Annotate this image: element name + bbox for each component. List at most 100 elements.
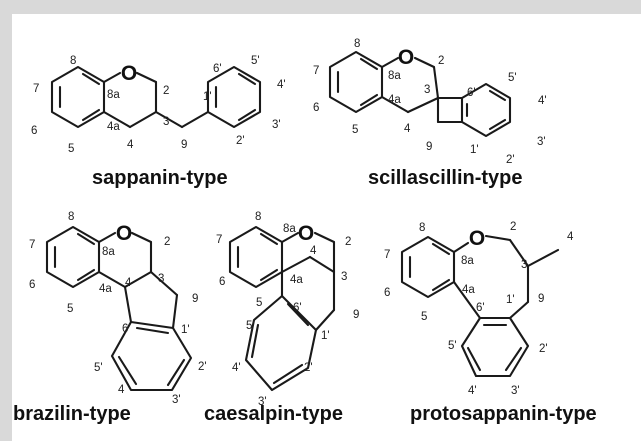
locant-label: 6 (219, 276, 225, 288)
locant-label: 1' (470, 144, 479, 156)
locant-label: 2 (438, 55, 444, 67)
locant-label: 3' (172, 394, 181, 406)
structure-scillascillin: O 8 7 6 5 4a 8a 2 3 4 9 6' 5' 4' 3' 2' 1… (313, 38, 547, 189)
locant-label: 8a (283, 223, 296, 235)
bonds (400, 234, 560, 378)
locant-label: 4' (232, 362, 241, 374)
locant-label: 7 (313, 65, 319, 77)
locant-label: 8a (107, 89, 120, 101)
locant-label: 3 (341, 271, 347, 283)
oxygen-atom: O (298, 222, 314, 245)
structure-title: caesalpin-type (204, 403, 343, 425)
locant-label: 5 (68, 143, 74, 155)
locant-label: 2' (198, 361, 207, 373)
locant-label: 5 (421, 311, 427, 323)
structure-title: protosappanin-type (410, 403, 597, 425)
locant-label: 5' (508, 72, 517, 84)
locant-label: 4 (567, 231, 574, 243)
locant-label: 2 (164, 236, 170, 248)
locant-label: 1' (506, 294, 515, 306)
locant-label: 5 (256, 297, 262, 309)
figure-panel (12, 14, 641, 441)
locant-label: 9 (353, 309, 359, 321)
locant-label: 3' (258, 396, 267, 408)
locant-label: 9 (192, 293, 198, 305)
bonds (50, 65, 262, 129)
locant-label: 1' (181, 324, 190, 336)
locant-label: 8 (255, 211, 261, 223)
locant-label: 7 (33, 83, 39, 95)
locant-label: 4' (538, 95, 547, 107)
locant-label: 5' (246, 320, 255, 332)
locant-label: 2' (539, 343, 548, 355)
locant-label: 4' (468, 385, 477, 397)
locant-label: 4' (277, 79, 286, 91)
bonds (228, 225, 336, 392)
locant-label: 8 (70, 55, 76, 67)
structure-caesalpin: O 8 7 6 5 8a 2 4 3 4a 6' 5' 1' 4' 3' 2' … (204, 211, 359, 425)
locant-label: 2 (345, 236, 351, 248)
locant-label: 2' (304, 362, 313, 374)
bonds (328, 50, 512, 138)
locant-label: 6' (213, 63, 222, 75)
locant-label: 7 (29, 239, 35, 251)
oxygen-atom: O (116, 222, 132, 245)
locant-label: 8 (68, 211, 74, 223)
locant-label: 4 (310, 245, 317, 257)
locant-label: 9 (426, 141, 432, 153)
locant-label: 6 (313, 102, 319, 114)
locant-label: 8 (419, 222, 425, 234)
locant-label: 4 (127, 139, 134, 151)
locant-label: 5 (352, 124, 358, 136)
locant-label: 6' (467, 87, 476, 99)
locant-label: 5' (94, 362, 103, 374)
oxygen-atom: O (469, 227, 485, 250)
bonds (45, 225, 193, 392)
locant-label: 9 (181, 139, 187, 151)
locant-label: 3' (511, 385, 520, 397)
oxygen-atom: O (398, 46, 414, 69)
locant-label: 5' (251, 55, 260, 67)
locant-label: 2 (510, 221, 516, 233)
locant-label: 6 (29, 279, 35, 291)
structure-title: sappanin-type (92, 167, 228, 189)
locant-label: 3 (521, 259, 527, 271)
locant-label: 2 (163, 85, 169, 97)
structure-sappanin: O 8 7 6 5 4 4a 8a 2 3 9 1' 2' 3' 4' 5' 6… (31, 55, 286, 189)
locant-label: 8a (461, 255, 474, 267)
structure-title: brazilin-type (13, 403, 131, 425)
locant-label: 3' (272, 119, 281, 131)
locant-label: 8 (354, 38, 360, 50)
locant-label: 6 (31, 125, 37, 137)
locant-label: 3 (158, 273, 164, 285)
locant-label: 3' (537, 136, 546, 148)
locant-label: 6' (122, 323, 131, 335)
structure-title: scillascillin-type (368, 167, 523, 189)
locant-label: 5' (448, 340, 457, 352)
locant-label: 4 (404, 123, 411, 135)
locant-label: 3 (163, 116, 169, 128)
locant-label: 8a (388, 70, 401, 82)
locant-label: 8a (102, 246, 115, 258)
locant-label: 1' (203, 91, 212, 103)
locant-label: 4a (290, 274, 303, 286)
locant-label: 7 (216, 234, 222, 246)
locant-label: 2' (506, 154, 515, 166)
locant-label: 6' (293, 302, 302, 314)
locant-label: 6' (476, 302, 485, 314)
structure-protosappanin: O 8 7 6 5 8a 4a 2 3 4 9 6' 1' 5' 4' 3' 2… (384, 221, 597, 425)
locant-label: 3 (424, 84, 430, 96)
locant-label: 2' (236, 135, 245, 147)
locant-label: 9 (538, 293, 544, 305)
oxygen-atom: O (121, 62, 137, 85)
locant-label: 6 (384, 287, 390, 299)
locant-label: 4a (107, 121, 120, 133)
locant-label: 5 (67, 303, 73, 315)
structure-brazilin: O 8 7 6 5 4a 8a 2 3 4 9 1' 6' 2' 5' 4 3'… (13, 211, 207, 425)
locant-label: 4 (118, 384, 125, 396)
locant-label: 4a (99, 283, 112, 295)
locant-label: 7 (384, 249, 390, 261)
locant-label: 4a (462, 284, 475, 296)
